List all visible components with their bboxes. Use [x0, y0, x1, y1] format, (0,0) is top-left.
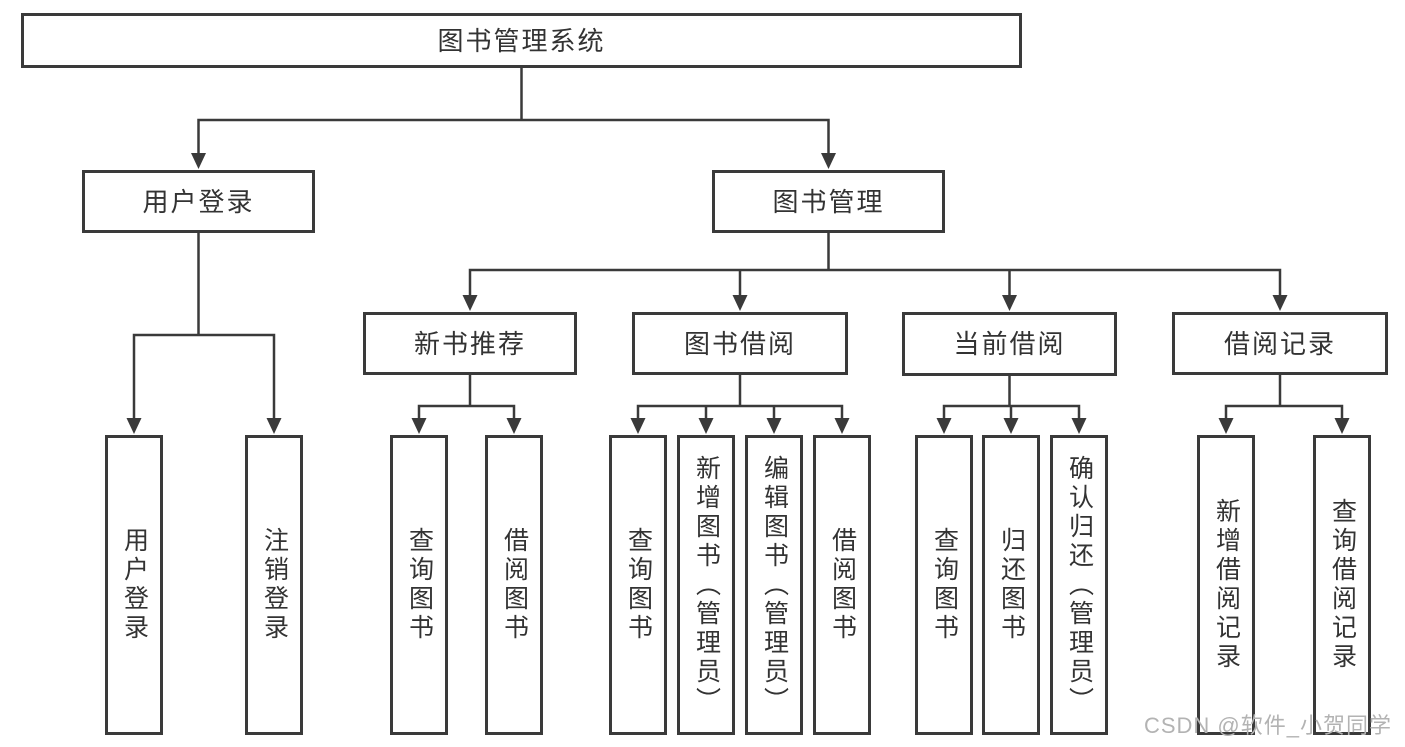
node-label: 图书管理系统 — [437, 25, 606, 56]
connector-line — [468, 231, 1282, 301]
arrowhead-icon — [1334, 418, 1350, 434]
node-leaf-borrow-books-1: 借阅图书 — [485, 435, 543, 735]
connector-line — [132, 231, 276, 424]
node-system-root: 图书管理系统 — [21, 13, 1022, 68]
node-leaf-query-books-3: 查询图书 — [915, 435, 973, 735]
arrowhead-icon — [191, 153, 206, 169]
node-leaf-borrow-books-2: 借阅图书 — [813, 435, 871, 735]
node-label: 查询图书 — [930, 527, 959, 643]
node-leaf-return-books: 归还图书 — [982, 435, 1040, 735]
connector-line — [942, 374, 1081, 424]
node-book-borrowing: 图书借阅 — [632, 312, 848, 375]
node-label: 确认归还（管理员） — [1065, 454, 1094, 716]
node-user-login: 用户登录 — [82, 170, 315, 233]
node-label: 图书借阅 — [683, 328, 796, 359]
arrowhead-icon — [506, 418, 522, 434]
arrowhead-icon — [698, 418, 714, 434]
node-label: 借阅图书 — [500, 527, 529, 643]
arrowhead-icon — [936, 418, 952, 434]
node-label: 当前借阅 — [953, 329, 1066, 359]
connector-line — [1224, 373, 1344, 424]
connector-line — [417, 373, 516, 424]
node-label: 新增图书（管理员） — [692, 454, 721, 716]
node-leaf-confirm-return-admin: 确认归还（管理员） — [1050, 435, 1108, 735]
node-current-borrowing: 当前借阅 — [902, 312, 1117, 376]
node-label: 借阅图书 — [828, 527, 857, 643]
arrowhead-icon — [1003, 418, 1019, 434]
node-label: 借阅记录 — [1223, 328, 1336, 359]
arrowhead-icon — [821, 153, 836, 169]
watermark: CSDN @软件_小贺同学 — [1143, 713, 1392, 738]
node-leaf-query-books-1: 查询图书 — [390, 435, 448, 735]
node-label: 查询借阅记录 — [1328, 498, 1357, 672]
node-leaf-edit-books-admin: 编辑图书（管理员） — [745, 435, 803, 735]
node-leaf-add-borrow-record: 新增借阅记录 — [1197, 435, 1255, 735]
node-leaf-add-books-admin: 新增图书（管理员） — [677, 435, 735, 735]
arrowhead-icon — [732, 295, 748, 311]
arrowhead-icon — [630, 418, 646, 434]
arrowhead-icon — [126, 418, 142, 434]
node-label: 新增借阅记录 — [1212, 498, 1241, 672]
node-label: 查询图书 — [405, 527, 434, 643]
node-label: 归还图书 — [997, 527, 1026, 643]
node-borrowing-records: 借阅记录 — [1172, 312, 1388, 375]
node-label: 新书推荐 — [413, 328, 526, 359]
connector-line — [197, 66, 830, 159]
node-new-book-recommend: 新书推荐 — [363, 312, 577, 375]
node-book-management: 图书管理 — [712, 170, 945, 233]
node-label: 用户登录 — [120, 527, 149, 643]
node-leaf-query-borrow-record: 查询借阅记录 — [1313, 435, 1371, 735]
connector-line — [636, 373, 844, 424]
node-label: 编辑图书（管理员） — [760, 454, 789, 716]
node-label: 注销登录 — [260, 527, 289, 643]
arrowhead-icon — [411, 418, 427, 434]
arrowhead-icon — [834, 418, 850, 434]
arrowhead-icon — [766, 418, 782, 434]
node-leaf-user-login: 用户登录 — [105, 435, 163, 735]
node-leaf-query-books-2: 查询图书 — [609, 435, 667, 735]
arrowhead-icon — [1218, 418, 1234, 434]
arrowhead-icon — [1272, 295, 1288, 311]
arrowhead-icon — [1071, 418, 1087, 434]
node-label: 查询图书 — [624, 527, 653, 643]
node-label: 用户登录 — [142, 186, 255, 217]
arrowhead-icon — [266, 418, 282, 434]
arrowhead-icon — [1002, 295, 1017, 311]
arrowhead-icon — [462, 295, 478, 311]
node-label: 图书管理 — [772, 186, 885, 217]
node-leaf-logout: 注销登录 — [245, 435, 303, 735]
